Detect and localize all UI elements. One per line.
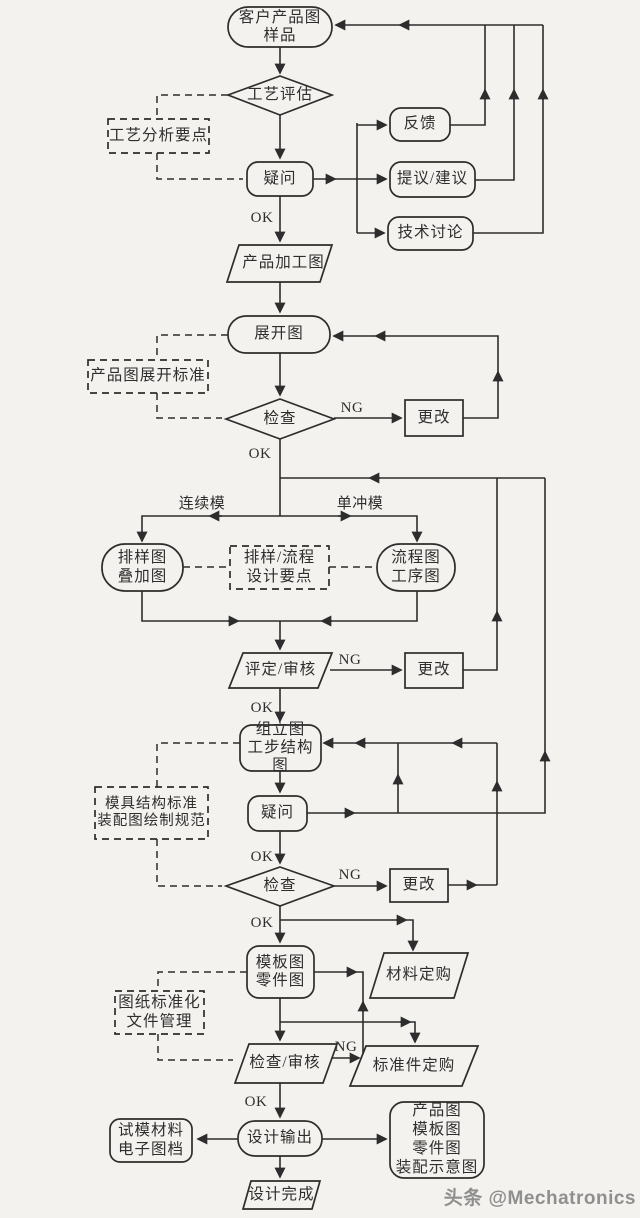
shape-question1 — [246, 161, 314, 197]
connector-lines — [136, 19, 551, 1179]
node-change3: 更改 — [402, 876, 436, 894]
label-single-punch-die: 单冲模 — [336, 495, 384, 512]
watermark-text: 头条 @Mechatronics — [443, 1188, 636, 1209]
node-template-part: 模板图 零件图 — [255, 953, 306, 989]
node-design-complete: 设计完成 — [248, 1185, 315, 1203]
shape-process-analysis-dashed — [107, 118, 210, 154]
node-change1: 更改 — [417, 408, 451, 426]
label-ng-4: NG — [334, 1038, 358, 1055]
node-suggestion: 提议/建议 — [396, 170, 469, 188]
shape-change1 — [404, 399, 464, 437]
node-start: 客户产品图 样品 — [238, 8, 322, 44]
shape-check-review-parallelogram — [233, 1043, 339, 1084]
node-question2: 疑问 — [260, 804, 294, 822]
node-std-parts-order: 标准件定购 — [372, 1056, 456, 1074]
node-check1: 检查 — [263, 409, 297, 427]
shape-drawing-standard-dashed — [114, 990, 205, 1035]
shape-change2 — [404, 652, 464, 689]
label-continuous-die: 连续模 — [178, 495, 226, 512]
label-ng-3: NG — [338, 866, 362, 883]
shape-check1-diamond — [223, 398, 337, 440]
shape-product-process-parallelogram — [225, 244, 334, 283]
label-ok-1: OK — [250, 209, 274, 226]
node-shapes — [87, 6, 485, 1210]
node-process-eval: 工艺评估 — [246, 86, 313, 104]
node-assembly: 组立图 工步结构图 — [247, 720, 314, 775]
shape-review-parallelogram — [227, 652, 334, 689]
node-tech-discussion: 技术讨论 — [397, 224, 464, 242]
label-ok-5: OK — [250, 914, 274, 931]
shape-flow-operation-terminator — [376, 543, 456, 592]
shape-suggestion — [389, 161, 476, 198]
node-unfold-standard: 产品图展开标准 — [90, 367, 206, 385]
shape-deliverables — [389, 1101, 485, 1179]
node-change2: 更改 — [417, 661, 451, 679]
node-material-order: 材料定购 — [385, 966, 452, 984]
shape-unfold-standard-dashed — [87, 359, 209, 394]
label-ok-4: OK — [250, 848, 274, 865]
label-ng-1: NG — [340, 399, 364, 416]
shape-start-terminator — [227, 6, 333, 48]
node-unfold-drawing: 展开图 — [254, 325, 304, 343]
shape-std-parts-parallelogram — [348, 1045, 480, 1087]
node-check-review: 检查/审核 — [249, 1054, 321, 1072]
shape-assembly — [239, 724, 322, 772]
node-drawing-standard: 图纸标准化 文件管理 — [118, 994, 201, 1030]
shape-unfold-terminator — [227, 315, 331, 354]
node-deliverables: 产品图 模板图 零件图 装配示意图 — [395, 1102, 479, 1176]
node-process-analysis-points: 工艺分析要点 — [108, 126, 208, 144]
dashed-reference-lines — [156, 94, 377, 1061]
shape-material-order-parallelogram — [368, 952, 470, 999]
label-ok-3: OK — [250, 699, 274, 716]
node-product-process-drawing: 产品加工图 — [242, 254, 325, 272]
node-layout-overlay: 排样图 叠加图 — [117, 549, 168, 585]
shape-change3 — [389, 868, 449, 903]
node-mold-standard: 模具结构标准 装配图绘制规范 — [97, 795, 206, 829]
label-ok-6: OK — [244, 1093, 268, 1110]
shape-tech-discussion — [387, 216, 474, 251]
node-feedback: 反馈 — [403, 115, 437, 133]
shape-process-eval-diamond — [225, 75, 335, 116]
shape-layout-points-dashed — [229, 545, 330, 590]
shape-design-complete-parallelogram — [241, 1180, 322, 1210]
shape-question2 — [247, 795, 308, 832]
node-check2: 检查 — [263, 877, 297, 895]
shape-feedback — [389, 107, 451, 142]
shape-check2-diamond — [223, 866, 337, 907]
shape-trial-material — [109, 1118, 193, 1163]
shape-template-part — [246, 945, 315, 999]
label-ng-2: NG — [338, 651, 362, 668]
node-design-output: 设计输出 — [246, 1129, 313, 1147]
shape-mold-standard-dashed — [94, 786, 209, 840]
node-flow-operation: 流程图 工序图 — [391, 549, 441, 585]
node-layout-points: 排样/流程 设计要点 — [243, 549, 316, 585]
label-ok-2: OK — [248, 445, 272, 462]
node-question1: 疑问 — [263, 169, 297, 187]
shape-layout-overlay-terminator — [101, 543, 184, 592]
node-trial-material: 试模材料 电子图档 — [117, 1122, 184, 1158]
shape-design-output-terminator — [237, 1120, 323, 1157]
node-review: 评定/审核 — [244, 661, 317, 679]
